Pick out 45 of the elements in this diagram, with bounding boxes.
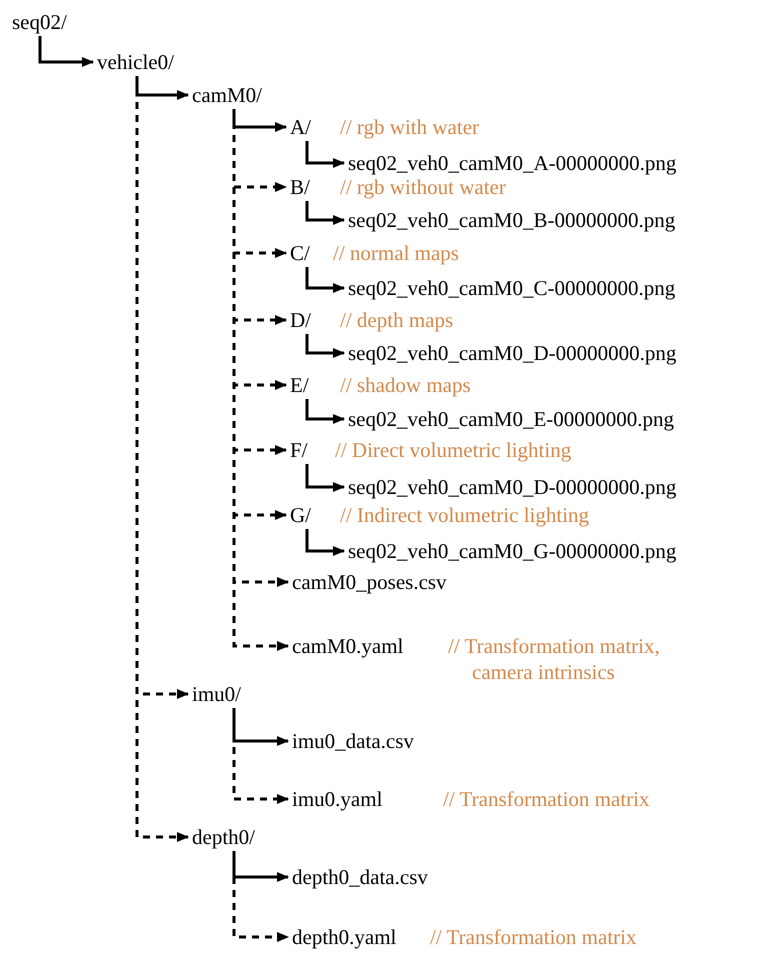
path-label: camM0.yaml	[292, 633, 404, 659]
path-label: seq02_veh0_camM0_A-00000000.png	[348, 150, 676, 176]
path-label: depth0.yaml	[292, 924, 396, 950]
comment-text: // shadow maps	[340, 372, 471, 398]
arrow	[306, 529, 345, 556]
path-label: A/	[290, 114, 311, 140]
arrow	[306, 334, 345, 358]
path-label: imu0.yaml	[292, 786, 382, 812]
path-label: G/	[290, 502, 311, 528]
path-label: seq02_veh0_camM0_B-00000000.png	[348, 207, 676, 233]
path-label: depth0/	[192, 824, 255, 850]
path-label: imu0_data.csv	[292, 728, 414, 754]
comment-text: // rgb without water	[340, 174, 506, 200]
comment-text: // Direct volumetric lighting	[335, 437, 572, 463]
path-label: seq02/	[12, 9, 67, 35]
comment-text: // depth maps	[340, 307, 454, 333]
comment-text: // normal maps	[333, 240, 459, 266]
arrow	[306, 464, 345, 492]
path-label: F/	[290, 437, 308, 463]
comment-text: // Transformation matrix	[430, 924, 636, 950]
path-label: depth0_data.csv	[292, 864, 428, 890]
dashed-arrow	[232, 851, 289, 942]
comment-text: // Indirect volumetric lighting	[340, 502, 590, 528]
comment-text: // Transformation matrix, camera intrinsics	[448, 633, 661, 685]
path-label: seq02_veh0_camM0_E-00000000.png	[348, 406, 674, 432]
arrow	[306, 399, 345, 424]
comment-text: // Transformation matrix	[443, 786, 650, 812]
path-label: seq02_veh0_camM0_D-00000000.png	[348, 474, 676, 500]
path-label: imu0/	[192, 681, 242, 707]
path-label: seq02_veh0_camM0_C-00000000.png	[348, 275, 676, 301]
path-label: seq02_veh0_camM0_G-00000000.png	[348, 538, 676, 564]
arrow	[306, 141, 345, 168]
path-label: seq02_veh0_camM0_D-00000000.png	[348, 340, 676, 366]
arrow	[306, 267, 345, 293]
path-label: E/	[290, 372, 309, 398]
path-label: camM0/	[192, 82, 262, 108]
path-label: C/	[290, 240, 310, 266]
path-label: vehicle0/	[97, 49, 174, 75]
path-label: camM0_poses.csv	[292, 569, 447, 595]
arrow	[306, 201, 345, 225]
dashed-arrow	[136, 76, 189, 842]
path-label: B/	[290, 174, 310, 200]
arrow	[38, 36, 94, 67]
path-label: D/	[290, 307, 311, 333]
comment-text: // rgb with water	[340, 114, 480, 140]
